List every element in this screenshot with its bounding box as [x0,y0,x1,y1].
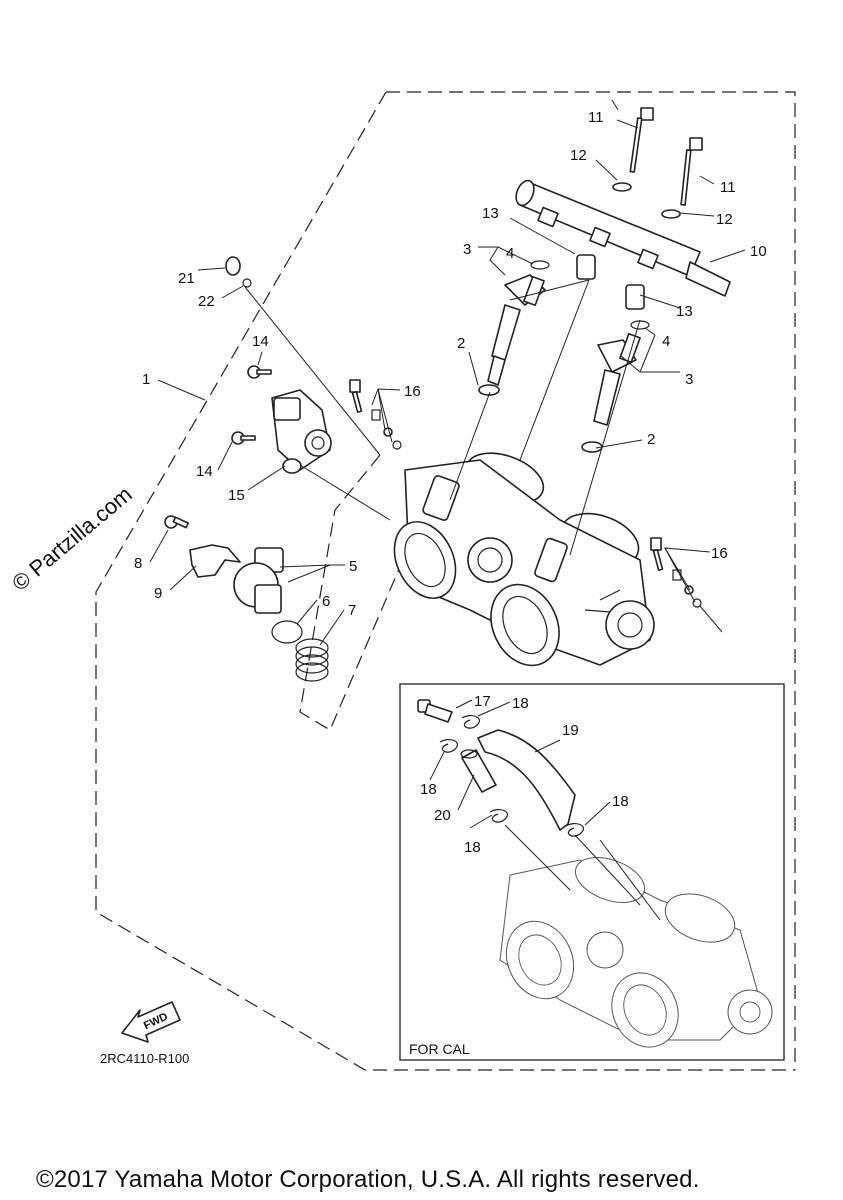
callout-3b: 3 [685,371,693,388]
callout-2b: 2 [647,431,655,448]
watermark: © Partzilla.com [7,481,137,595]
callout-7: 7 [348,602,356,619]
fuel-injector-right [581,320,650,453]
callout-12a: 12 [570,147,587,164]
callout-13a: 13 [482,205,499,222]
copyright-notice: ©2017 Yamaha Motor Corporation, U.S.A. A… [36,1166,700,1193]
callout-20: 20 [434,807,451,824]
callout-4a: 4 [506,245,514,262]
sensor-screw-14a [247,365,272,379]
bracket-9 [189,544,241,578]
screw-8 [164,515,189,529]
callout-12b: 12 [716,211,733,228]
callout-16a: 16 [404,383,421,400]
callout-11b: 11 [720,179,736,196]
callout-21: 21 [178,270,195,287]
spring-7 [295,638,329,682]
callout-13b: 13 [676,303,693,320]
leader-lines [149,99,746,646]
callout-14a: 14 [252,333,269,350]
california-hose-kit [417,699,773,1048]
o-ring-6 [271,620,303,644]
callout-6: 6 [322,593,330,610]
assembly-outline [95,91,796,1071]
inset-label: FOR CAL [409,1041,470,1057]
cap-21 [225,256,241,276]
callout-11a: 11 [588,109,604,126]
callout-18a: 18 [512,695,529,712]
fuel-injector-left [478,260,550,396]
damper-13b [625,284,645,310]
callout-17: 17 [474,693,491,710]
callout-4b: 4 [662,333,670,350]
callout-2a: 2 [457,335,465,352]
callout-16b: 16 [711,545,728,562]
collar-12a [612,182,632,192]
callout-14b: 14 [196,463,213,480]
callout-10: 10 [750,243,767,260]
callout-8: 8 [134,555,142,572]
callout-22: 22 [198,293,215,310]
damper-13a [576,254,596,280]
callout-18c: 18 [464,839,481,856]
callout-18d: 18 [612,793,629,810]
callout-5: 5 [349,558,357,575]
callout-9: 9 [154,585,162,602]
callout-19: 19 [562,722,579,739]
callout-15: 15 [228,487,245,504]
sensor-screw-14b [231,431,256,445]
throttle-position-sensor [271,389,332,474]
fwd-arrow-icon: FWD [121,1001,181,1043]
collar-12b [661,209,681,219]
air-screw-set-16b [650,537,702,608]
fuel-rail-bolts [629,107,703,206]
fuel-delivery-pipe [515,179,731,297]
throttle-body-assembly [393,452,655,667]
callout-numbers: 1 2 2 3 3 4 4 5 6 7 8 9 10 11 11 12 12 1… [134,109,767,856]
air-screw-set-16a [349,379,402,450]
o-ring-22 [242,278,252,288]
idle-speed-control-unit [233,547,284,614]
callout-3a: 3 [463,241,471,258]
callout-1: 1 [142,371,150,388]
callout-18b: 18 [420,781,437,798]
drawing-code: 2RC4110-R100 [100,1051,189,1066]
